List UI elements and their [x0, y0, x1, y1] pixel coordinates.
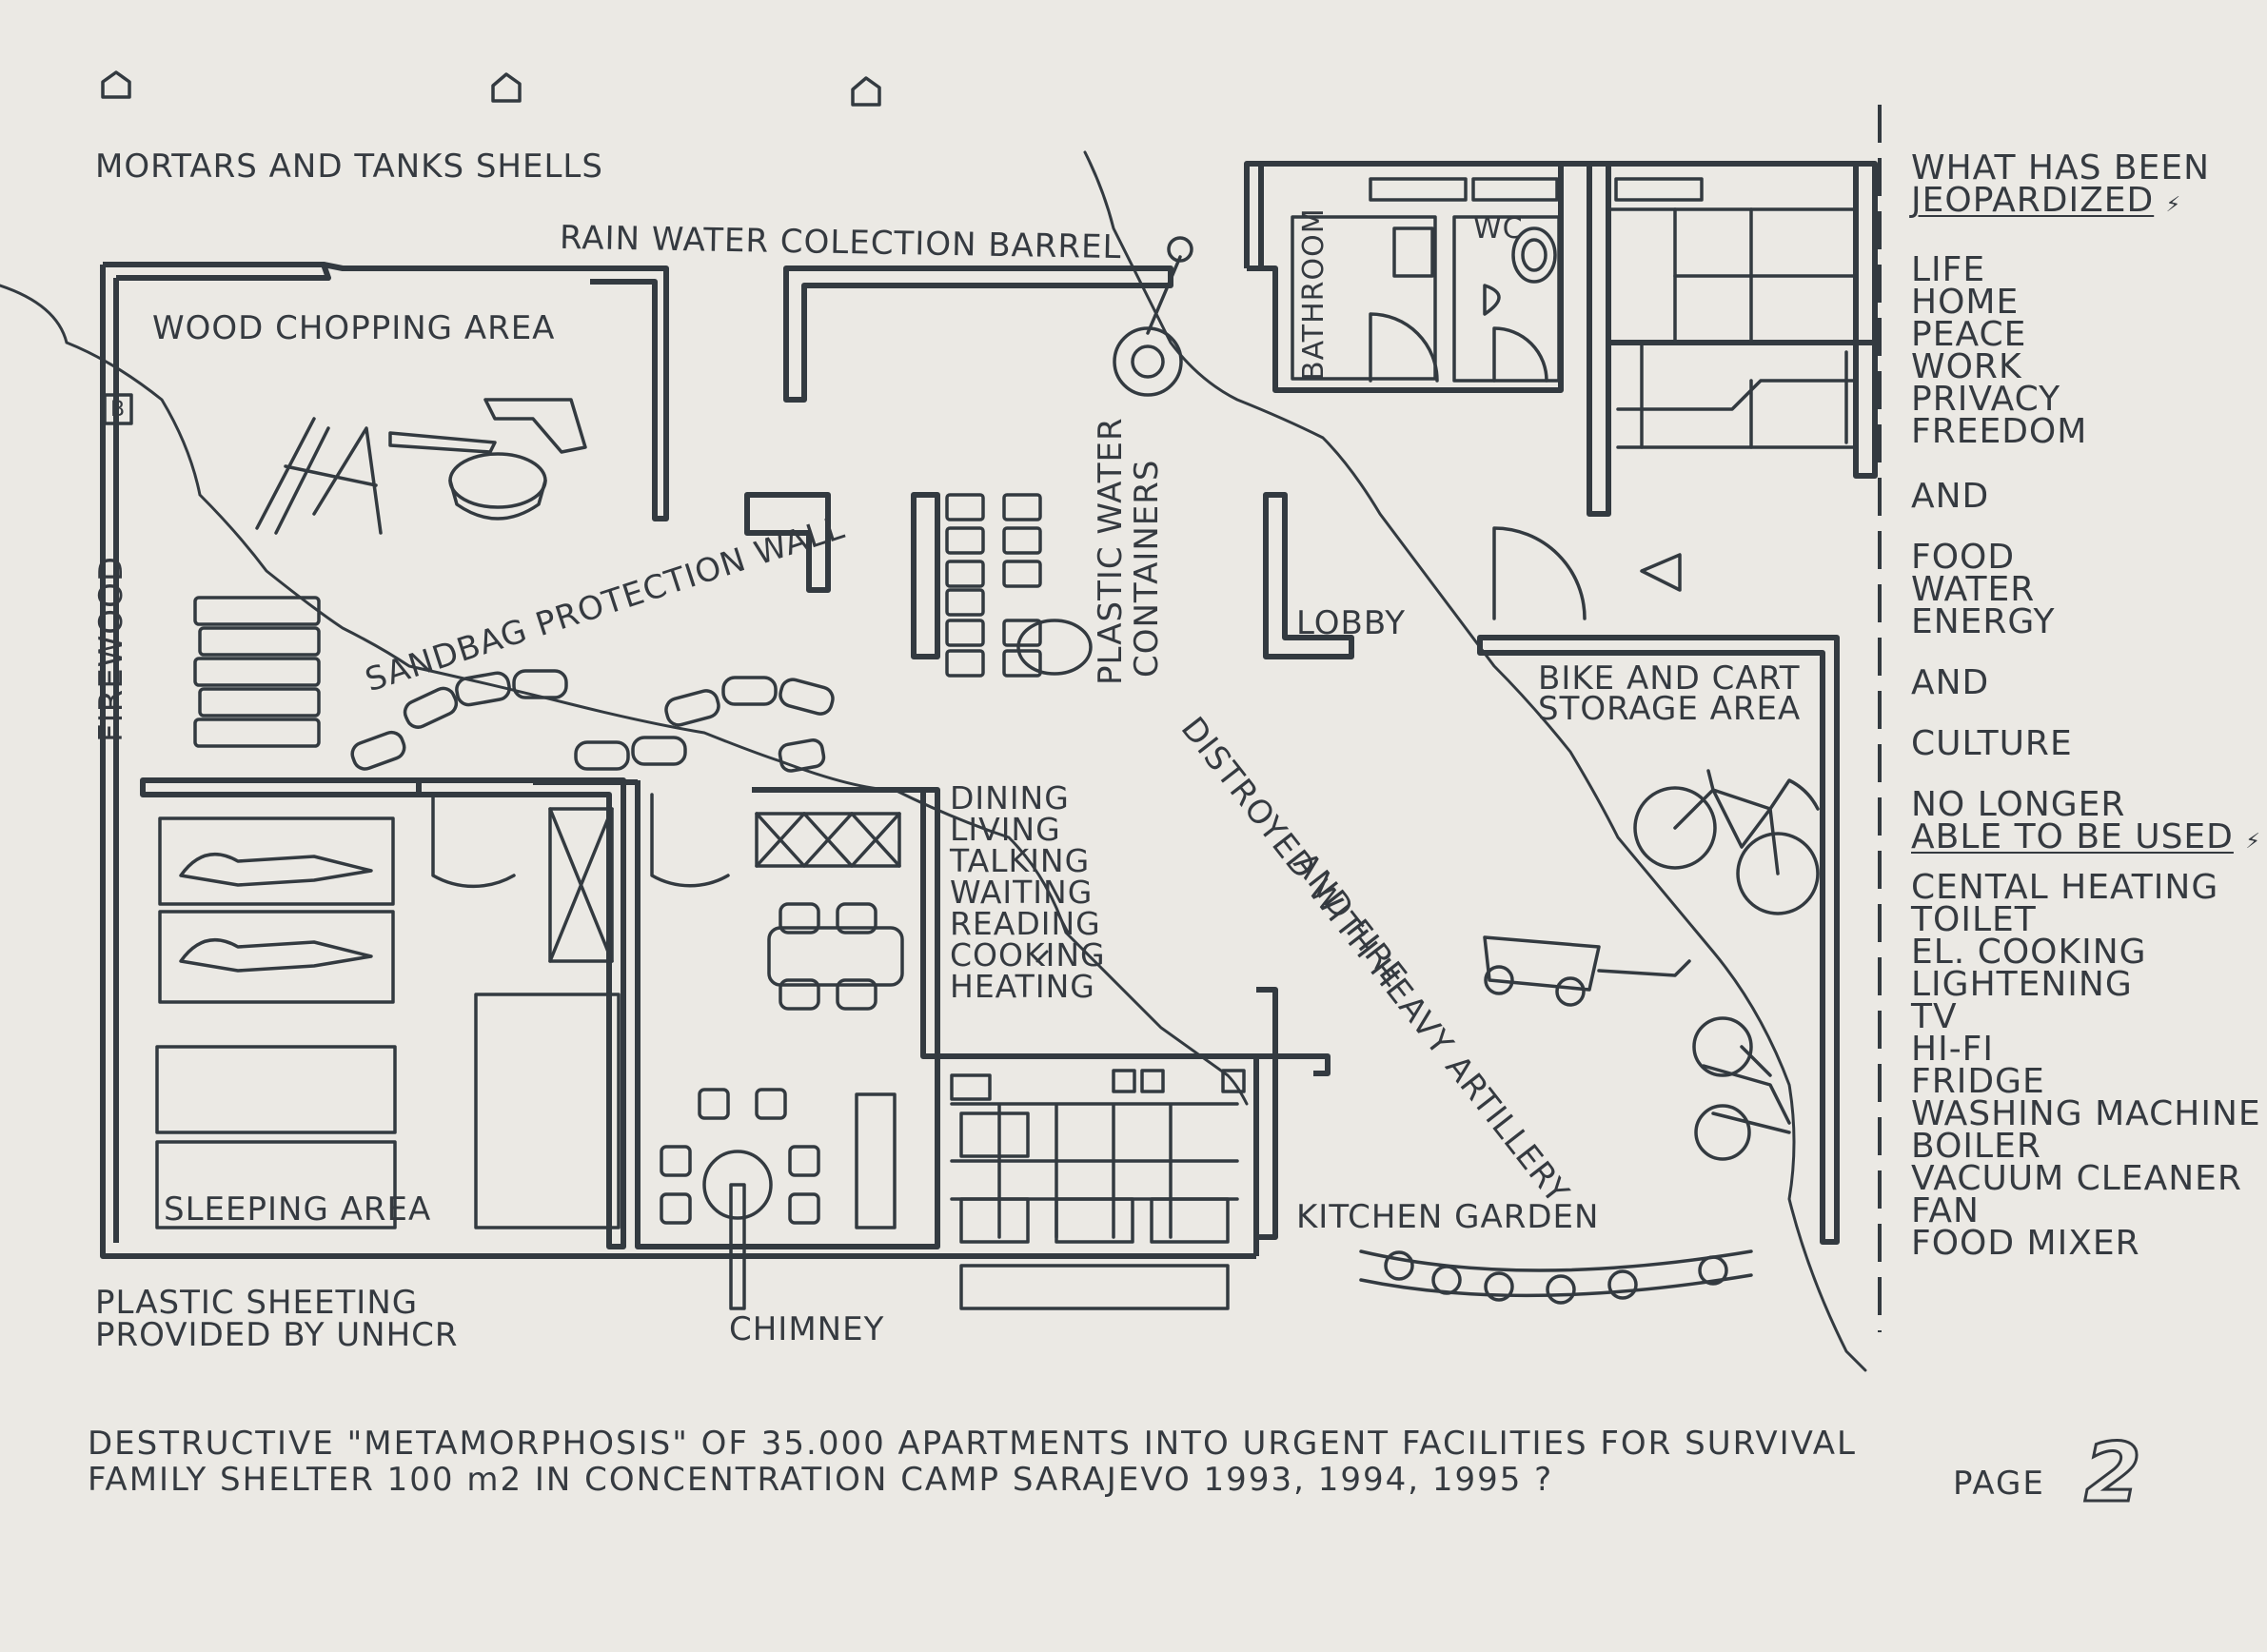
dining-table — [660, 812, 904, 1310]
appliance-item: BOILER — [1911, 1127, 2041, 1166]
caption-line-1: DESTRUCTIVE "METAMORPHOSIS" OF 35.000 AP… — [88, 1425, 1857, 1463]
wood-chopping-label: WOOD CHOPPING AREA — [152, 309, 556, 347]
water-containers — [945, 493, 1093, 678]
plastic-sheeting-label-2: PROVIDED BY UNHCR — [95, 1316, 459, 1354]
activity-item: COOKING — [950, 936, 1106, 974]
sidebar-item: WORK — [1911, 347, 2022, 386]
sidebar-culture: CULTURE — [1911, 724, 2073, 763]
lightning-icon: ⚡ — [2245, 830, 2261, 854]
appliance-item: WASHING MACHINE — [1911, 1094, 2261, 1133]
house-outline-icon — [101, 70, 131, 99]
appliance-item: CENTAL HEATING — [1911, 868, 2219, 907]
sidebar-item: PRIVACY — [1911, 380, 2061, 419]
b-mark: B — [110, 398, 127, 422]
wc-label: WC — [1473, 212, 1524, 246]
sleeping-area-label: SLEEPING AREA — [164, 1190, 432, 1229]
sidebar-item: WATER — [1911, 570, 2036, 609]
interior-walls — [140, 492, 1354, 1256]
appliance-item: FOOD MIXER — [1911, 1224, 2140, 1263]
firewood-label: FIREWOOD — [92, 555, 130, 742]
bicycle-icon — [1633, 769, 1820, 915]
mortars-label: MORTARS AND TANKS SHELLS — [95, 148, 603, 186]
chimney-label: CHIMNEY — [729, 1310, 885, 1348]
lightning-icon: ⚡ — [2165, 193, 2182, 217]
lobby-label: LOBBY — [1296, 604, 1407, 642]
appliance-item: LIGHTENING — [1911, 965, 2133, 1004]
sidebar-and: AND — [1911, 663, 1990, 702]
sidebar-no-longer-1: NO LONGER — [1911, 785, 2126, 824]
window-marks — [1369, 177, 1704, 202]
sidebar-and: AND — [1911, 477, 1990, 516]
rain-barrel-label: RAIN WATER COLECTION BARREL — [559, 218, 1122, 267]
page-label: PAGE — [1953, 1465, 2045, 1503]
sidebar-heading-2: JEOPARDIZED ⚡ — [1911, 184, 2261, 222]
appliance-item: HI-FI — [1911, 1030, 1995, 1069]
firewood-stack — [193, 596, 321, 748]
appliance-item: FRIDGE — [1911, 1062, 2045, 1101]
wardrobe — [548, 807, 614, 963]
appliance-item: TV — [1911, 997, 1958, 1036]
sidebar-heading-1: WHAT HAS BEEN — [1911, 148, 2211, 187]
activities-list: DINING LIVING TALKING WAITING READING CO… — [950, 782, 1106, 1002]
damage-line-2 — [1083, 150, 1867, 1372]
sidebar-no-longer-2: ABLE TO BE USED ⚡ — [1911, 820, 2261, 858]
house-outline-icon — [491, 72, 522, 103]
exterior-walls — [100, 161, 1878, 1259]
sidebar-heading-2-text: JEOPARDIZED — [1911, 181, 2155, 220]
appliance-item: TOILET — [1911, 900, 2037, 939]
rain-barrel — [1113, 236, 1193, 397]
plastic-containers-label-1: PLASTIC WATER — [1092, 417, 1130, 685]
garden-beds — [950, 1069, 1753, 1310]
sidebar-item: HOME — [1911, 283, 2020, 322]
activity-item: DINING — [950, 779, 1070, 816]
bicycle-icon — [1692, 1016, 1791, 1161]
appliance-item: EL. COOKING — [1911, 933, 2147, 972]
wood-chopping-sketch — [103, 393, 587, 535]
bathroom-label: BATHROOM — [1297, 207, 1331, 381]
page-number: 2 — [2083, 1426, 2143, 1521]
sleeping-mats — [155, 816, 621, 1229]
staircase — [1607, 207, 1858, 449]
activity-item: HEATING — [950, 968, 1095, 1005]
sidebar-no-longer-2-text: ABLE TO BE USED — [1911, 817, 2234, 856]
bike-storage-label-1: BIKE AND CART — [1538, 659, 1801, 698]
plastic-containers-label-2: CONTAINERS — [1128, 459, 1166, 678]
caption-line-2: FAMILY SHELTER 100 m2 IN CONCENTRATION C… — [88, 1461, 1554, 1499]
appliance-item: VACUUM CLEANER — [1911, 1159, 2242, 1198]
appliance-item: FAN — [1911, 1191, 1980, 1230]
cart-icon — [1483, 935, 1691, 1007]
activity-item: LIVING — [950, 811, 1061, 848]
kitchen-garden-label: KITCHEN GARDEN — [1296, 1198, 1600, 1236]
activity-item: READING — [950, 905, 1101, 942]
house-outline-icon — [851, 76, 881, 107]
damage-line — [0, 284, 1249, 1106]
sidebar-item: LIFE — [1911, 250, 1986, 289]
sidebar-item: PEACE — [1911, 315, 2027, 354]
sidebar-item: ENERGY — [1911, 602, 2056, 641]
plastic-sheeting-label-1: PLASTIC SHEETING — [95, 1284, 419, 1322]
activity-item: WAITING — [950, 874, 1094, 911]
bike-storage-label-2: STORAGE AREA — [1538, 690, 1802, 728]
door-swing-icon — [431, 793, 730, 889]
sidebar-item: FOOD — [1911, 538, 2016, 577]
sandbag-wall — [350, 669, 835, 773]
bathroom-fixtures — [1291, 215, 1561, 383]
toilet-icon — [1511, 226, 1557, 284]
activity-item: TALKING — [950, 842, 1091, 879]
entry-door — [1492, 526, 1682, 620]
jeopardized-sidebar: WHAT HAS BEEN JEOPARDIZED ⚡ LIFE HOME PE… — [1911, 148, 2261, 1263]
sidebar-item: FREEDOM — [1911, 412, 2088, 451]
